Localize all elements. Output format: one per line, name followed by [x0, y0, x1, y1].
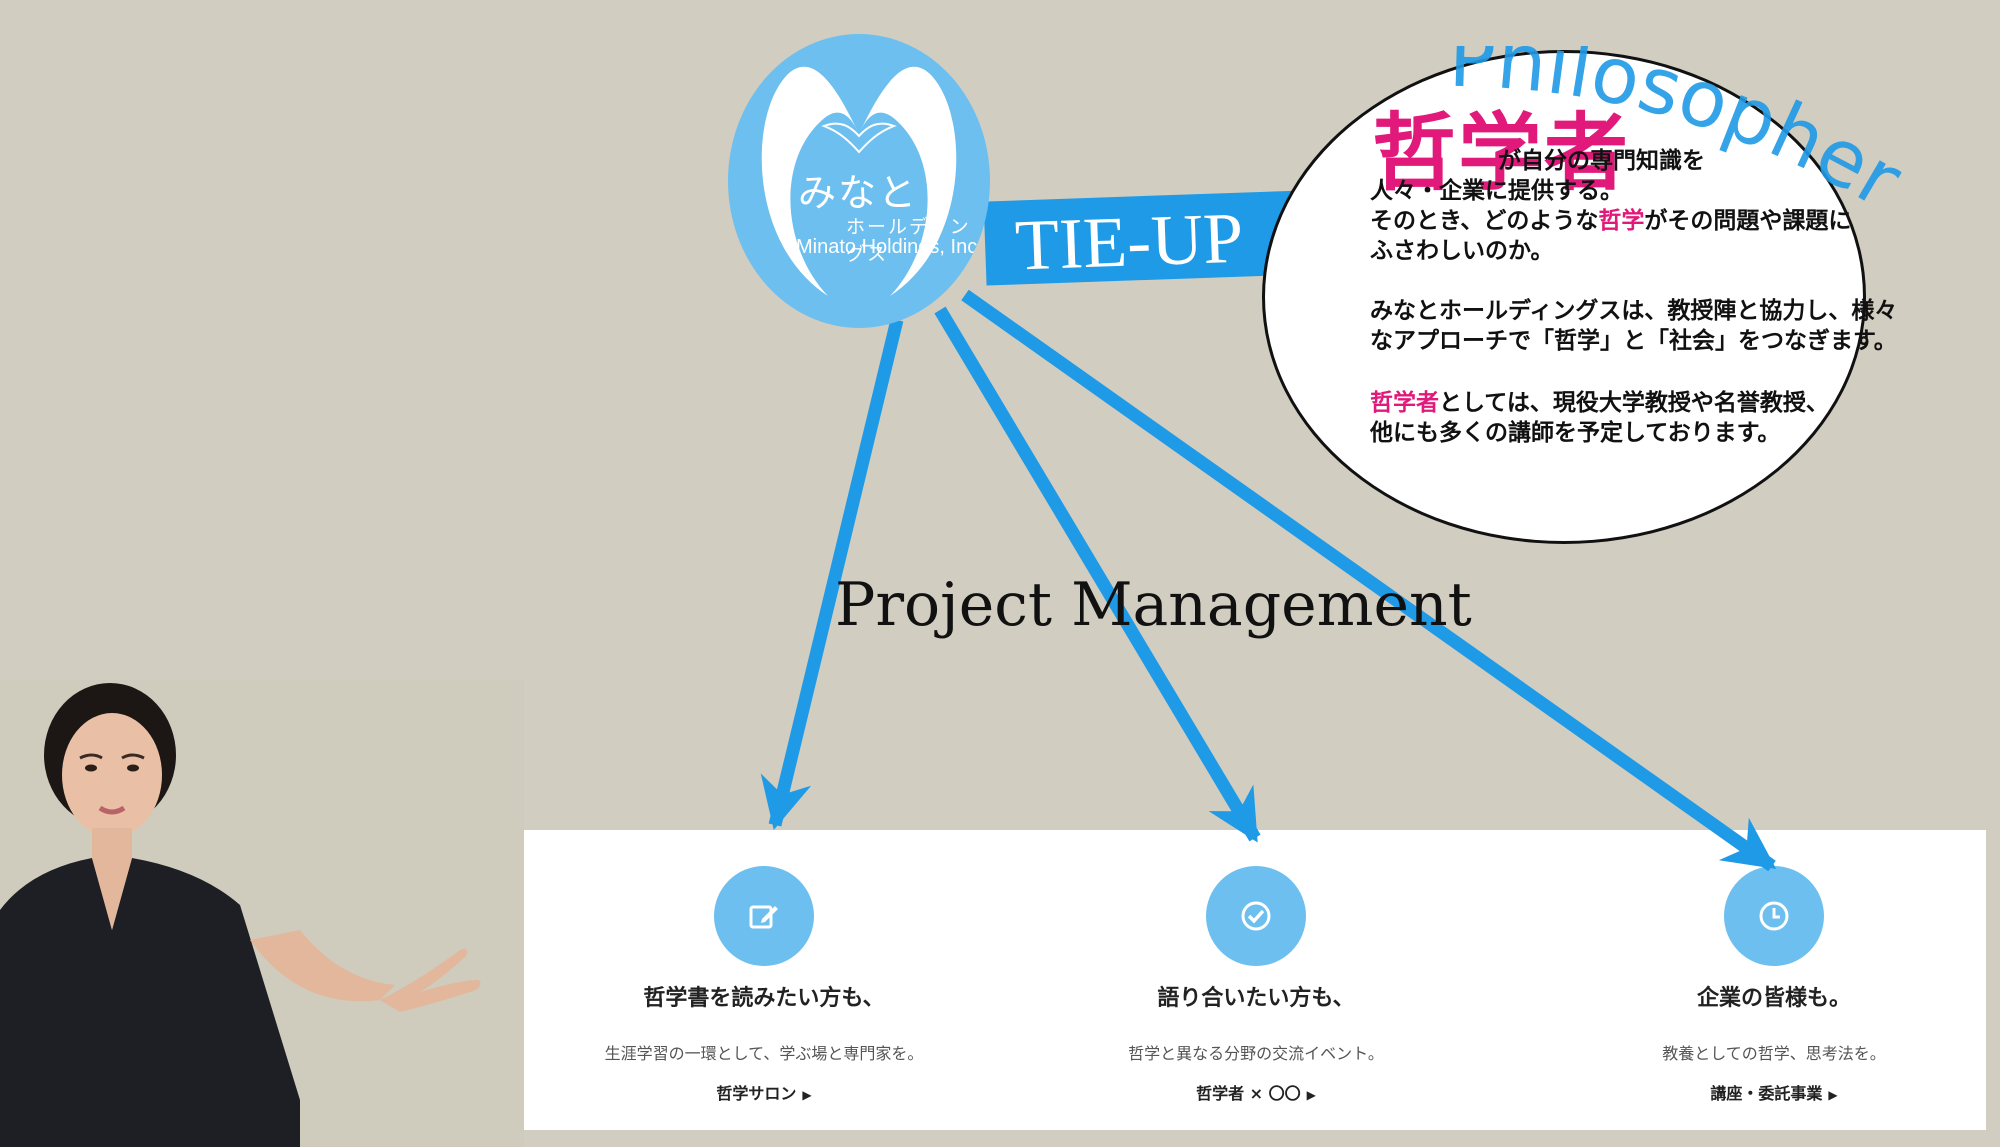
tieup-label: TIE-UP — [1013, 197, 1245, 286]
bubble-para2-line2: なアプローチで「哲学」と「社会」をつなぎます。 — [1370, 328, 1897, 354]
bubble-para2-line1: みなとホールディングスは、教授陣と協力し、様々 — [1370, 298, 1898, 324]
company-logo[interactable]: みなと ホールディングス Minato Holdings, Inc. — [728, 34, 990, 328]
project-management-label: Project Management — [835, 570, 1472, 640]
service-salon: 哲学書を読みたい方も、 生涯学習の一環として、学ぶ場と専門家を。 哲学サロン ▶ — [554, 830, 974, 1130]
bubble-line-3: そのとき、どのような哲学がその問題や課題に — [1370, 206, 1851, 236]
bubble-text-part: としては、現役大学教授や名誉教授、 — [1439, 390, 1829, 416]
logo-name-jp: みなと — [798, 171, 919, 215]
logo-name-kana: ホールディングス — [846, 216, 971, 265]
bubble-para3-line1: 哲学者としては、現役大学教授や名誉教授、 — [1370, 388, 1829, 418]
service-link-label: 講座・委託事業 — [1710, 1084, 1823, 1103]
play-arrow-icon: ▶ — [1306, 1088, 1316, 1102]
service-desc: 教養としての哲学、思考法を。 — [1662, 1044, 1886, 1063]
bubble-line-2: 人々・企業に提供する。 — [1370, 178, 1623, 204]
logo-name-en: Minato Holdings, Inc. — [796, 236, 983, 258]
bubble-text-part: そのとき、どのような — [1370, 208, 1599, 234]
service-link-label: 哲学サロン — [716, 1084, 797, 1103]
bubble-line-4: ふさわしいのか。 — [1370, 238, 1554, 264]
service-desc: 生涯学習の一環として、学ぶ場と専門家を。 — [604, 1044, 924, 1063]
tieup-banner: TIE-UP — [983, 190, 1307, 286]
bubble-text-part: がその問題や課題に — [1644, 208, 1852, 234]
bubble-para3-line2: 他にも多くの講師を予定しております。 — [1370, 420, 1781, 446]
services-panel: 哲学書を読みたい方も、 生涯学習の一環として、学ぶ場と専門家を。 哲学サロン▶ … — [524, 830, 1986, 1130]
edit-icon — [714, 866, 814, 966]
check-circle-icon — [1206, 866, 1306, 966]
service-title: 企業の皆様も。 — [1696, 986, 1851, 1011]
service-link-salon[interactable]: 哲学サロン ▶ — [554, 1080, 974, 1104]
clock-icon — [1724, 866, 1824, 966]
bubble-line-1: が自分の専門知識を — [1498, 148, 1705, 174]
service-link-label: 哲学者 × 〇〇 — [1196, 1084, 1301, 1103]
service-link-corporate[interactable]: 講座・委託事業 ▶ — [1564, 1080, 1984, 1104]
bubble-highlight: 哲学者 — [1370, 390, 1439, 416]
service-event: 語り合いたい方も、 哲学と異なる分野の交流イベント。 哲学者 × 〇〇 ▶ — [1046, 830, 1466, 1130]
play-arrow-icon: ▶ — [1828, 1088, 1838, 1102]
presenter-image — [0, 680, 524, 1147]
service-corporate: 企業の皆様も。 教養としての哲学、思考法を。 講座・委託事業 ▶ — [1564, 830, 1984, 1130]
service-title: 語り合いたい方も、 — [1157, 986, 1355, 1011]
service-title: 哲学書を読みたい方も、 — [643, 986, 885, 1011]
bubble-title: 哲学者 — [1372, 104, 1631, 202]
play-arrow-icon: ▶ — [802, 1088, 812, 1102]
service-link-event[interactable]: 哲学者 × 〇〇 ▶ — [1046, 1080, 1466, 1104]
bubble-highlight: 哲学 — [1598, 208, 1645, 234]
service-desc: 哲学と異なる分野の交流イベント。 — [1128, 1044, 1384, 1063]
bird-logo-icon — [761, 66, 957, 297]
